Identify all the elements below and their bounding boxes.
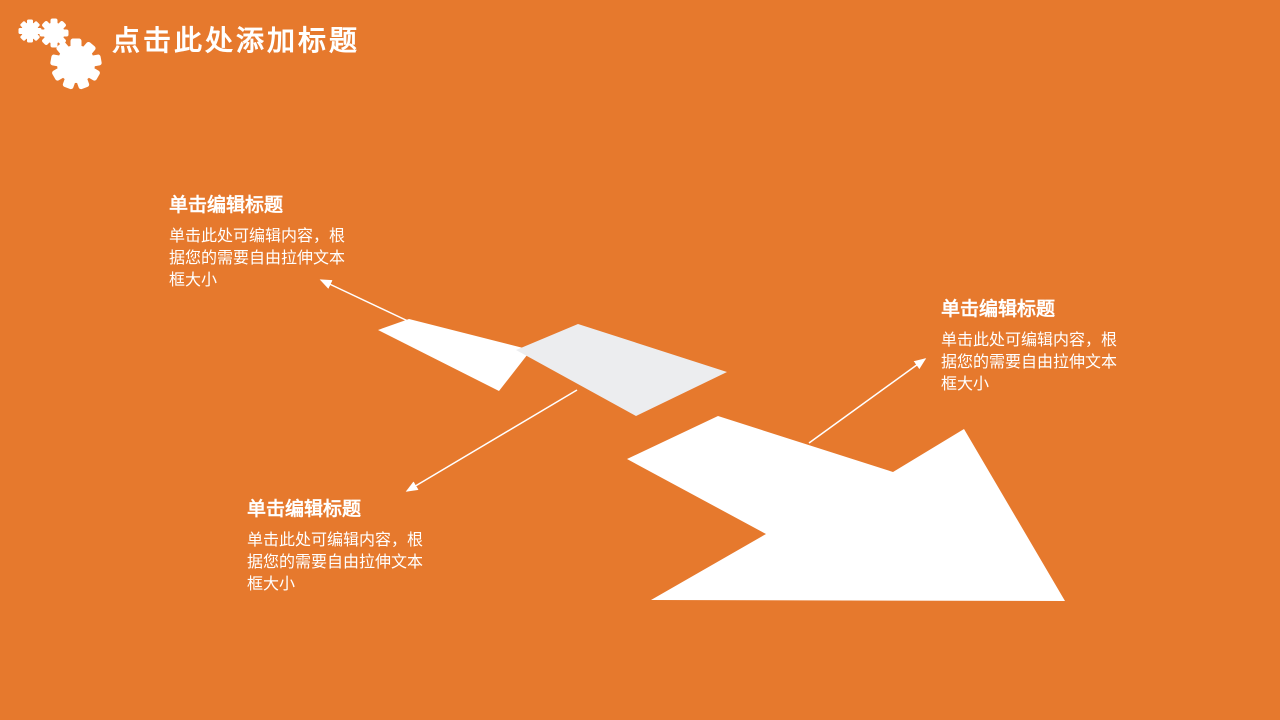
text-block-bottom-left: 单击编辑标题 单击此处可编辑内容，根 据您的需要自由拉伸文本 框大小 — [247, 499, 457, 596]
gears-icon — [18, 18, 102, 90]
connector-arrow-top-left — [319, 279, 411, 323]
block-body[interactable]: 单击此处可编辑内容，根 据您的需要自由拉伸文本 框大小 — [247, 531, 424, 593]
block-body[interactable]: 单击此处可编辑内容，根 据您的需要自由拉伸文本 框大小 — [169, 227, 346, 289]
big-arrow-shape — [627, 416, 1065, 601]
ribbon-strip-shape — [378, 319, 531, 391]
medium-gear-icon — [39, 18, 69, 48]
ribbon-panel-shape — [516, 324, 727, 416]
text-block-right: 单击编辑标题 单击此处可编辑内容，根 据您的需要自由拉伸文本 框大小 — [941, 299, 1151, 396]
slide-title[interactable]: 点击此处添加标题 — [112, 25, 361, 56]
small-gear-icon — [18, 19, 42, 43]
block-body[interactable]: 单击此处可编辑内容，根 据您的需要自由拉伸文本 框大小 — [941, 331, 1118, 393]
connector-arrow-bottom-left — [405, 389, 578, 492]
block-title[interactable]: 单击编辑标题 — [247, 499, 362, 520]
large-gear-icon — [50, 38, 102, 90]
connector-arrow-right — [808, 358, 927, 444]
block-title[interactable]: 单击编辑标题 — [169, 195, 284, 216]
text-block-top-left: 单击编辑标题 单击此处可编辑内容，根 据您的需要自由拉伸文本 框大小 — [169, 195, 379, 292]
block-title[interactable]: 单击编辑标题 — [941, 299, 1056, 320]
